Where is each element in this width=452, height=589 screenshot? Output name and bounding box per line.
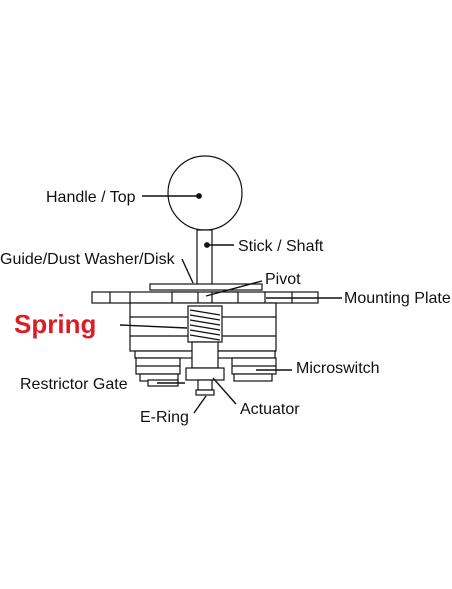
label-mounting-plate: Mounting Plate bbox=[344, 290, 451, 307]
leader-lines bbox=[119, 193, 342, 414]
joystick-drawing bbox=[91, 155, 319, 396]
label-handle: Handle / Top bbox=[46, 189, 136, 206]
label-restrictor-gate: Restrictor Gate bbox=[20, 376, 128, 393]
spring-coil bbox=[187, 305, 223, 343]
actuator-body bbox=[191, 341, 219, 369]
label-pivot: Pivot bbox=[265, 271, 301, 288]
handle-ball bbox=[167, 155, 243, 231]
label-microswitch: Microswitch bbox=[296, 360, 380, 377]
e-ring bbox=[195, 389, 215, 396]
shaft bbox=[196, 229, 213, 289]
label-guide: Guide/Dust Washer/Disk bbox=[0, 251, 176, 268]
actuator bbox=[185, 367, 225, 381]
label-e-ring: E-Ring bbox=[140, 409, 189, 426]
label-stick: Stick / Shaft bbox=[238, 238, 324, 255]
label-actuator: Actuator bbox=[240, 401, 300, 418]
label-spring: Spring bbox=[14, 309, 96, 339]
dust-washer bbox=[149, 283, 263, 291]
